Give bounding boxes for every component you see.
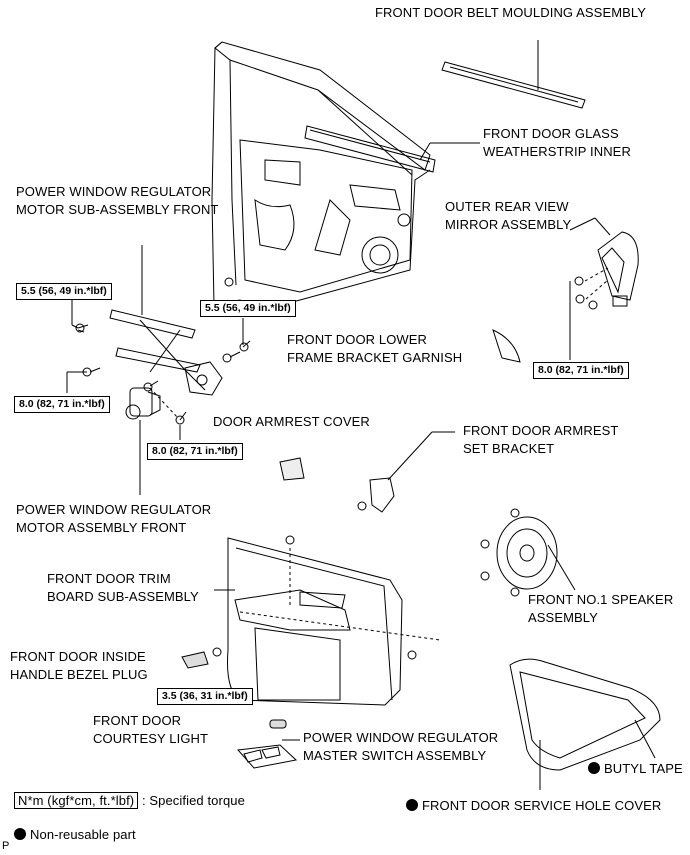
torque-spec-6: 3.5 (36, 31 in.*lbf) — [157, 688, 253, 705]
master-switch-drawing — [236, 739, 300, 769]
torque-spec-3: 8.0 (82, 71 in.*lbf) — [533, 362, 629, 379]
door-frame-drawing — [211, 41, 431, 311]
label-courtesy-line2: COURTESY LIGHT — [93, 731, 209, 746]
label-trim-board-line1: FRONT DOOR TRIM — [47, 571, 171, 586]
legend-specified-text: : Specified torque — [141, 793, 245, 808]
label-lower-frame-line1: FRONT DOOR LOWER — [287, 332, 428, 347]
bezel-plug-drawing — [181, 651, 209, 669]
speaker-drawing — [480, 508, 576, 597]
corner-code: P — [2, 840, 10, 852]
label-speaker-line1: FRONT NO.1 SPEAKER — [528, 592, 674, 607]
torque-spec-2: 5.5 (56, 49 in.*lbf) — [200, 300, 296, 317]
legend-non-reusable-text: Non-reusable part — [30, 827, 136, 842]
label-bezel-plug-line2: HANDLE BEZEL PLUG — [10, 667, 148, 682]
label-mirror-line1: OUTER REAR VIEW — [445, 199, 569, 214]
label-courtesy-line1: FRONT DOOR — [93, 713, 182, 728]
label-belt-moulding: FRONT DOOR BELT MOULDING ASSEMBLY — [375, 5, 647, 20]
legend-torque: N*m (kgf*cm, ft.*lbf) : Specified torque — [14, 792, 245, 809]
label-armrest-bracket-line2: SET BRACKET — [463, 441, 555, 456]
label-butyl-tape: BUTYL TAPE — [588, 760, 683, 777]
lower-frame-garnish-drawing — [492, 329, 521, 363]
butyl-tape-text: BUTYL TAPE — [604, 761, 683, 776]
weatherstrip-drawing — [304, 125, 480, 173]
label-trim-board-line2: BOARD SUB-ASSEMBLY — [47, 589, 199, 604]
bolts-left — [66, 277, 251, 440]
torque-spec-1: 5.5 (56, 49 in.*lbf) — [16, 283, 112, 300]
label-regulator-motor-sub-line1: POWER WINDOW REGULATOR — [16, 184, 212, 199]
torque-spec-4: 8.0 (82, 71 in.*lbf) — [14, 396, 110, 413]
regulator-motor-drawing — [125, 387, 161, 495]
belt-moulding-drawing — [441, 40, 586, 109]
label-speaker-line2: ASSEMBLY — [528, 610, 598, 625]
armrest-bracket-drawing — [357, 431, 455, 513]
service-hole-cover-drawing — [509, 658, 661, 790]
courtesy-light-drawing — [269, 719, 287, 729]
label-regulator-motor-line2: MOTOR ASSEMBLY FRONT — [16, 520, 187, 535]
service-hole-text: FRONT DOOR SERVICE HOLE COVER — [422, 798, 662, 813]
label-glass-weatherstrip-line1: FRONT DOOR GLASS — [483, 126, 619, 141]
non-reusable-dot-icon — [588, 762, 600, 774]
label-service-hole: FRONT DOOR SERVICE HOLE COVER — [406, 797, 661, 814]
legend-non-reusable: Non-reusable part — [14, 826, 136, 843]
torque-spec-5: 8.0 (82, 71 in.*lbf) — [147, 443, 243, 460]
label-mirror-line2: MIRROR ASSEMBLY — [445, 217, 572, 232]
label-armrest-bracket-line1: FRONT DOOR ARMREST — [463, 423, 619, 438]
label-glass-weatherstrip-line2: WEATHERSTRIP INNER — [483, 144, 631, 159]
label-regulator-motor-line1: POWER WINDOW REGULATOR — [16, 502, 212, 517]
non-reusable-dot-icon — [14, 828, 26, 840]
label-master-switch-line1: POWER WINDOW REGULATOR — [303, 730, 499, 745]
mirror-drawing — [569, 217, 639, 360]
label-bezel-plug-line1: FRONT DOOR INSIDE — [10, 649, 146, 664]
armrest-cover-drawing — [279, 457, 305, 481]
non-reusable-dot-icon — [406, 799, 418, 811]
legend-units-box: N*m (kgf*cm, ft.*lbf) — [14, 792, 139, 809]
label-lower-frame-line2: FRAME BRACKET GARNISH — [287, 350, 463, 365]
label-regulator-motor-sub-line2: MOTOR SUB-ASSEMBLY FRONT — [16, 202, 219, 217]
regulator-drawing — [109, 245, 223, 396]
label-armrest-cover: DOOR ARMREST COVER — [213, 414, 370, 429]
label-master-switch-line2: MASTER SWITCH ASSEMBLY — [303, 748, 487, 763]
trim-board-drawing — [212, 535, 441, 706]
